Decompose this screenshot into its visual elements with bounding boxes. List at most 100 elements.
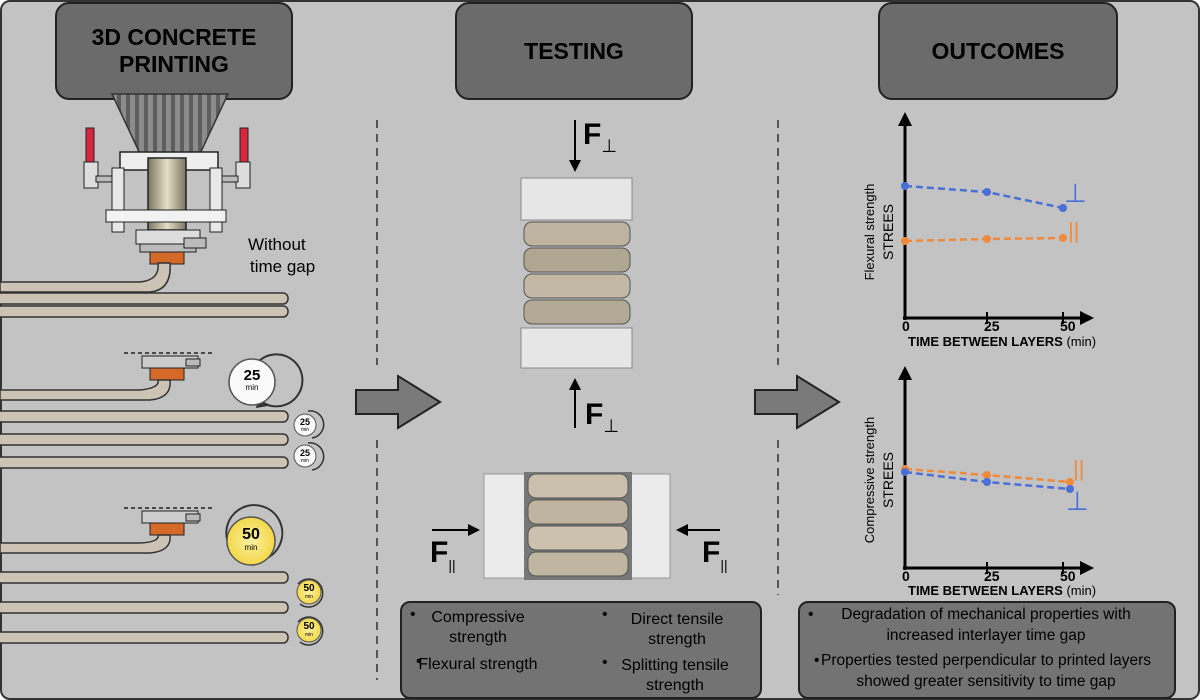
- chart-top-par-label: ||: [1068, 218, 1080, 243]
- force-label-par-right: F||: [702, 538, 728, 580]
- force-subscript: ||: [448, 557, 456, 573]
- compression-specimen: [520, 177, 633, 369]
- chart-top-axes: [898, 112, 1094, 325]
- chart-bottom-par-label: ||: [1073, 456, 1085, 481]
- header-printing-line1: 3D CONCRETE: [91, 24, 257, 50]
- chart-bottom-ylabel-2: STREES: [880, 452, 896, 508]
- timer-value: 50: [303, 621, 315, 632]
- chart-top-series-par: [901, 234, 1067, 245]
- no-gap-label: Without time gap: [248, 234, 315, 278]
- chart-top-ylabel-1: Flexural strength: [862, 184, 877, 281]
- tests-box: [400, 601, 762, 699]
- test-item-direct-tensile: • Direct tensile strength: [602, 606, 752, 650]
- timer-large-25: [228, 353, 304, 408]
- force-arrow-perp-top: [569, 120, 581, 172]
- chart-top-series-perp: [901, 182, 1067, 212]
- point: [1066, 478, 1074, 486]
- force-label-perp-top: F⊥: [583, 120, 617, 161]
- force-arrow-perp-bottom: [569, 378, 581, 428]
- timer-small-50-b: [296, 616, 324, 646]
- timer-value: 25: [299, 448, 310, 458]
- timer-large-25-text: 25 min: [229, 367, 275, 392]
- force-symbol: F: [430, 536, 449, 569]
- bullet-dot: •: [602, 606, 608, 623]
- point: [983, 235, 991, 243]
- bullet-dot: •: [410, 606, 416, 623]
- timer-small-25-b-text: 25 min: [294, 448, 316, 465]
- point: [1066, 485, 1074, 493]
- printer-nozzle-25: [124, 352, 214, 381]
- chart-bottom-series-perp: [901, 468, 1074, 493]
- point: [1059, 204, 1067, 212]
- chart-top-tick-50: 50: [1060, 318, 1076, 334]
- force-subscript: ⊥: [601, 136, 618, 156]
- timer-small-50-a-text: 50 min: [297, 583, 321, 601]
- test-item-splitting-tensile: • Splitting tensile strength: [600, 654, 750, 696]
- parallel-specimen: [483, 472, 671, 580]
- force-arrow-par-right: [676, 524, 720, 536]
- header-testing: TESTING: [455, 2, 693, 100]
- force-symbol: F: [585, 398, 604, 431]
- flow-arrow-testing-to-outcomes: [754, 374, 841, 430]
- test-item-flexural: •Flexural strength: [408, 653, 548, 675]
- point: [983, 471, 991, 479]
- timer-large-50-text: 50 min: [227, 526, 275, 553]
- printer-head: [83, 93, 251, 265]
- test-label: Direct tensile strength: [630, 611, 724, 648]
- chart-bottom-perp-label: ⊥: [1066, 486, 1089, 516]
- timer-small-50-a: [296, 578, 324, 608]
- layers-50: [0, 534, 289, 644]
- timer-unit: min: [244, 543, 258, 552]
- test-label: Splitting tensile strength: [621, 657, 729, 694]
- point: [983, 478, 991, 486]
- timer-large-50: [225, 504, 284, 566]
- timer-small-25-b: [293, 442, 325, 471]
- force-subscript: ||: [720, 557, 728, 573]
- xlabel-unit: (min): [1066, 583, 1097, 598]
- chart-top-tick-0: 0: [902, 318, 910, 334]
- timer-value: 25: [299, 417, 310, 427]
- header-printing-line2: PRINTING: [119, 51, 229, 77]
- force-arrow-par-left: [432, 524, 480, 536]
- bullet-dot: •: [416, 653, 422, 670]
- outcome-item-1: • Degradation of mechanical properties wi…: [808, 604, 1164, 646]
- force-symbol: F: [702, 536, 721, 569]
- chart-top-ylabel-2: STREES: [880, 204, 896, 260]
- timer-small-50-b-text: 50 min: [297, 621, 321, 639]
- chart-bottom-ylabel-1: Compressive strength: [862, 417, 877, 543]
- xlabel-text: TIME BETWEEN LAYERS: [908, 583, 1063, 598]
- point: [901, 237, 909, 245]
- xlabel-text: TIME BETWEEN LAYERS: [908, 334, 1063, 349]
- outcome-text: Properties tested perpendicular to print…: [821, 652, 1151, 690]
- xlabel-unit: (min): [1066, 334, 1097, 349]
- chart-bottom-tick-50: 50: [1060, 568, 1076, 584]
- layers-25: [0, 379, 289, 469]
- outcomes-box: [798, 601, 1176, 699]
- outcome-text: Degradation of mechanical properties wit…: [841, 606, 1131, 644]
- flow-arrow-printing-to-testing: [355, 374, 442, 430]
- test-label: Compressive strength: [431, 609, 525, 646]
- no-gap-line1: Without: [248, 235, 306, 254]
- timer-value: 50: [242, 526, 260, 543]
- layers-no-gap: [0, 262, 289, 318]
- point: [901, 468, 909, 476]
- bullet-dot: •: [602, 654, 608, 671]
- force-label-perp-bottom: F⊥: [585, 400, 619, 441]
- timer-unit: min: [300, 458, 310, 464]
- timer-unit: min: [304, 594, 314, 600]
- point: [901, 182, 909, 190]
- outcome-item-2: •Properties tested perpendicular to prin…: [808, 650, 1164, 692]
- point: [983, 188, 991, 196]
- bullet-dot: •: [814, 652, 820, 669]
- timer-small-25-a: [293, 410, 325, 439]
- bullet-dot: •: [808, 606, 814, 623]
- test-label: Flexural strength: [418, 656, 538, 673]
- timer-unit: min: [304, 632, 314, 638]
- timer-unit: min: [245, 383, 259, 392]
- point: [1059, 234, 1067, 242]
- timer-value: 25: [243, 367, 261, 384]
- timer-value: 50: [303, 583, 315, 594]
- chart-bottom-tick-0: 0: [902, 568, 910, 584]
